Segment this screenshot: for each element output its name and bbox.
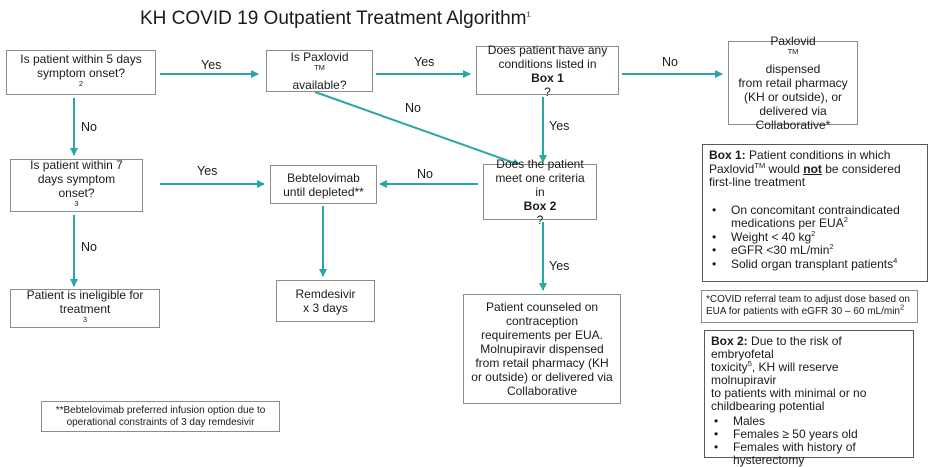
- label-yes-2: Yes: [414, 55, 435, 69]
- label-no-down: No: [81, 120, 97, 134]
- list-item: Weight < 40 kg2: [709, 229, 921, 245]
- label-yes-left: Yes: [197, 164, 218, 178]
- label-no-diag: No: [405, 101, 421, 115]
- box1-conditions: Box 1: Patient conditions in which Paxlo…: [702, 144, 928, 282]
- box2-list: Males Females ≥ 50 years old Females wit…: [711, 415, 907, 467]
- list-item: Males: [711, 415, 907, 429]
- list-item: On concomitant contraindicated medicatio…: [709, 203, 921, 231]
- referral-note: *COVID referral team to adjust dose base…: [701, 290, 918, 323]
- label-no-1: No: [662, 55, 678, 69]
- label-no-down-2: No: [81, 240, 97, 254]
- list-item: Females with history of hysterectomy: [711, 441, 907, 467]
- label-no-left: No: [417, 167, 433, 181]
- label-yes-1: Yes: [201, 58, 222, 72]
- list-item: Females ≥ 50 years old: [711, 428, 907, 442]
- label-yes-down: Yes: [549, 119, 570, 133]
- arrow-paxlovid-to-box2q: [314, 91, 521, 167]
- box1-list: On concomitant contraindicated medicatio…: [709, 203, 921, 272]
- list-item: eGFR <30 mL/min2: [709, 243, 921, 258]
- box1-heading: Box 1:: [709, 148, 746, 162]
- label-yes-down-2: Yes: [549, 259, 570, 273]
- box2-criteria: Box 2: Due to the risk of embryofetal to…: [704, 330, 914, 467]
- page-title: KH COVID 19 Outpatient Treatment Algorit…: [140, 8, 531, 29]
- list-item: Solid organ transplant patients4: [709, 256, 921, 272]
- box2-heading: Box 2:: [711, 334, 748, 348]
- bebtelovimab-footnote: **Bebtelovimab preferred infusion option…: [41, 401, 280, 432]
